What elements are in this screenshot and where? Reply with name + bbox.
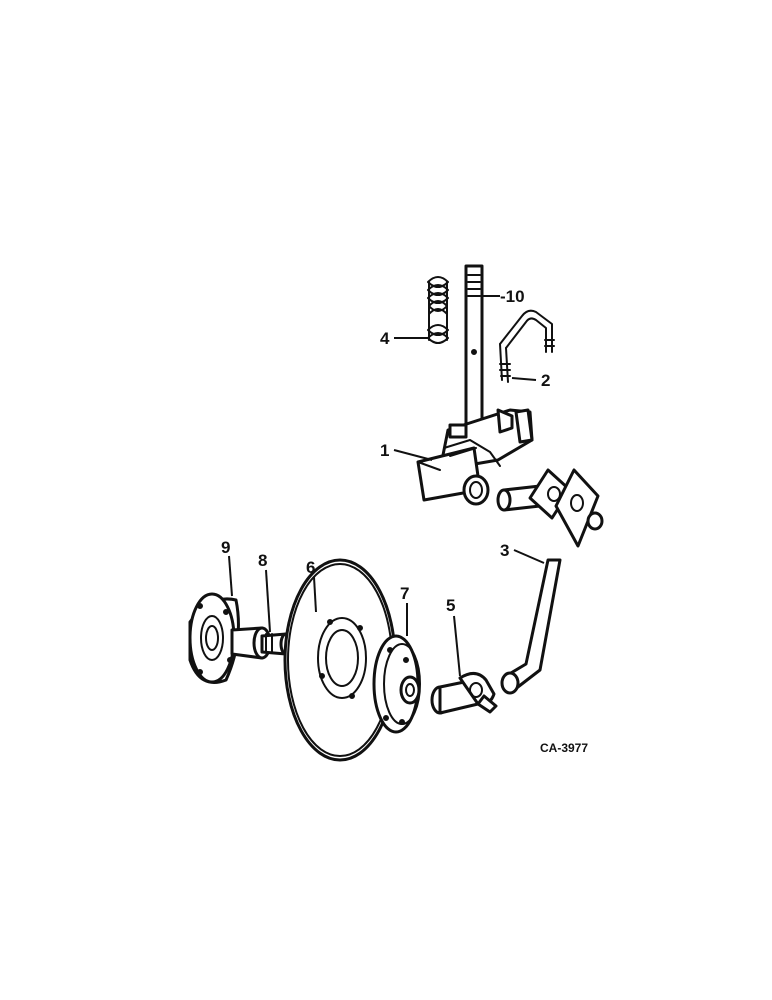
callout-7: 7	[400, 584, 409, 603]
leader-lines	[228, 295, 545, 677]
part-5-clamp	[430, 672, 498, 715]
leader-9	[228, 555, 233, 597]
callout-10: -10	[500, 287, 525, 306]
leader-1	[393, 449, 433, 461]
callout-1: 1	[380, 441, 389, 460]
part-7-bearing-washer	[372, 634, 421, 734]
part-8-hub	[230, 626, 293, 660]
callout-6: 6	[306, 558, 315, 577]
part-2-u-bolt	[499, 309, 555, 383]
part-1-bracket	[416, 408, 534, 506]
leader-3	[513, 549, 545, 564]
drawing-code: CA-3977	[540, 741, 588, 755]
part-6-disc-blade	[283, 558, 397, 762]
leader-6	[313, 576, 317, 613]
callouts: 1 2 3 4 5 6 7 8 9 -10	[221, 287, 550, 615]
leader-2	[511, 377, 537, 381]
leader-5	[453, 615, 461, 677]
callout-9: 9	[221, 538, 230, 557]
callout-4: 4	[380, 329, 390, 348]
part-3-crank-arm	[496, 468, 604, 695]
callout-5: 5	[446, 596, 455, 615]
callout-2: 2	[541, 371, 550, 390]
callout-3: 3	[500, 541, 509, 560]
part-10-shaft	[464, 264, 484, 428]
leader-8	[265, 569, 271, 633]
part-4-spring	[427, 276, 449, 344]
callout-8: 8	[258, 551, 267, 570]
